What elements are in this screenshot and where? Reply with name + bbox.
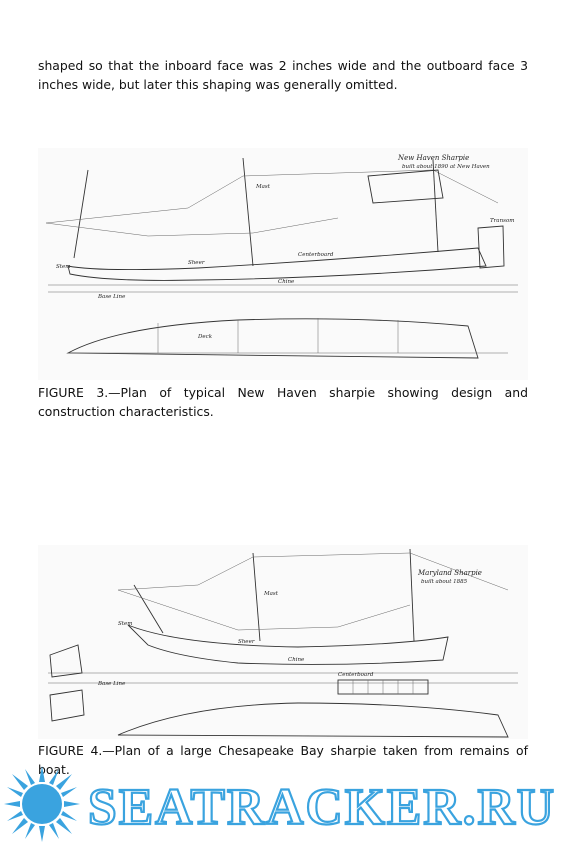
foremast-line bbox=[252, 552, 261, 642]
sharpie-plan-drawing-3: New Haven Sharpie built about 1890 at Ne… bbox=[45, 154, 518, 359]
label-sheer-4: Sheer bbox=[238, 639, 255, 645]
drawing-title-4: Maryland Sharpie bbox=[417, 569, 482, 577]
figure-4-drawing: Maryland Sharpie built about 1885 Sheer … bbox=[38, 545, 528, 739]
bowsprit-mast-line bbox=[73, 169, 89, 259]
figure-3-drawing: New Haven Sharpie built about 1890 at Ne… bbox=[38, 148, 528, 380]
label-centerboard-4: Centerboard bbox=[338, 672, 374, 678]
figure-3-caption: FIGURE 3.—Plan of typical New Haven shar… bbox=[38, 385, 528, 419]
label-sheer-3: Sheer bbox=[188, 260, 205, 266]
watermark-banner: SEATRACKER.RU bbox=[0, 760, 566, 850]
hull-profile bbox=[67, 247, 487, 281]
mainmast-line bbox=[432, 159, 439, 253]
label-mast-4: Mast bbox=[263, 591, 279, 597]
drawing-subtitle-3: built about 1890 at New Haven bbox=[402, 164, 490, 170]
mainmast-line bbox=[409, 548, 415, 642]
half-breadth-plan bbox=[66, 318, 479, 359]
drawing-subtitle-4: built about 1885 bbox=[421, 579, 468, 585]
label-base-line-3: Base Line bbox=[97, 294, 126, 300]
label-deck-3: Deck bbox=[197, 334, 213, 340]
watermark-text: SEATRACKER.RU bbox=[88, 779, 556, 836]
figure-4-caption: FIGURE 4.—Plan of a large Chesapeake Bay… bbox=[38, 743, 528, 777]
sharpie-plan-drawing-4: Maryland Sharpie built about 1885 Sheer … bbox=[48, 548, 518, 738]
half-breadth-plan bbox=[117, 702, 509, 738]
label-base-line-4: Base Line bbox=[97, 681, 126, 687]
label-centerboard-3: Centerboard bbox=[298, 252, 334, 258]
sun-burst-icon bbox=[4, 766, 80, 842]
body-paragraph: shaped so that the inboard face was 2 in… bbox=[38, 58, 528, 92]
drawing-title-3: New Haven Sharpie bbox=[397, 154, 469, 162]
label-chine-4: Chine bbox=[288, 657, 305, 663]
label-mast-3: Mast bbox=[255, 184, 271, 190]
label-stem-4: Stem bbox=[118, 621, 132, 627]
label-transom-3: Transom bbox=[490, 218, 514, 224]
hull-profile bbox=[127, 624, 449, 665]
label-chine-3: Chine bbox=[278, 279, 295, 285]
label-stem-3: Stem bbox=[56, 264, 70, 270]
foremast-line bbox=[242, 157, 254, 267]
